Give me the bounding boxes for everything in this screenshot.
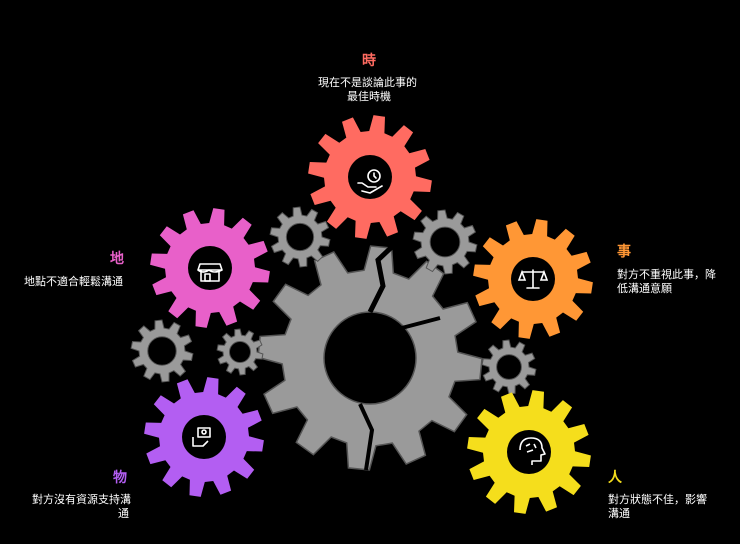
balance-scale-icon (517, 269, 549, 289)
central-gear (257, 241, 483, 471)
small-gray-gear-4 (216, 328, 264, 376)
small-gray-gear-2 (412, 209, 478, 275)
event-text-line2: 低溝通意願 (617, 282, 672, 295)
hand-holding-clock-icon (357, 169, 383, 194)
time-gear (308, 115, 432, 239)
person-text-line2: 溝通 (608, 507, 630, 520)
object-title: 物 (113, 470, 127, 486)
small-gray-gear-5 (481, 339, 537, 395)
head-brain-icon (519, 437, 546, 465)
place-gear (150, 208, 270, 328)
object-text-line1: 對方沒有資源支持溝 (32, 493, 131, 506)
storefront-icon (197, 263, 223, 282)
person-text-line1: 對方狀態不佳，影響 (608, 493, 707, 506)
time-text-line1: 現在不是談論此事的 (318, 76, 417, 89)
place-text-line1: 地點不適合輕鬆溝通 (24, 275, 123, 288)
object-text-line2: 通 (118, 507, 129, 520)
person-title: 人 (608, 470, 622, 486)
time-title: 時 (362, 53, 376, 69)
time-text-line2: 最佳時機 (347, 90, 391, 103)
small-gray-gear-1 (269, 206, 331, 268)
cash-hand-icon (192, 427, 211, 447)
place-title: 地 (110, 251, 124, 267)
event-title: 事 (617, 244, 631, 260)
small-gray-gear-3 (130, 319, 194, 383)
event-text-line1: 對方不重視此事，降 (617, 268, 716, 281)
